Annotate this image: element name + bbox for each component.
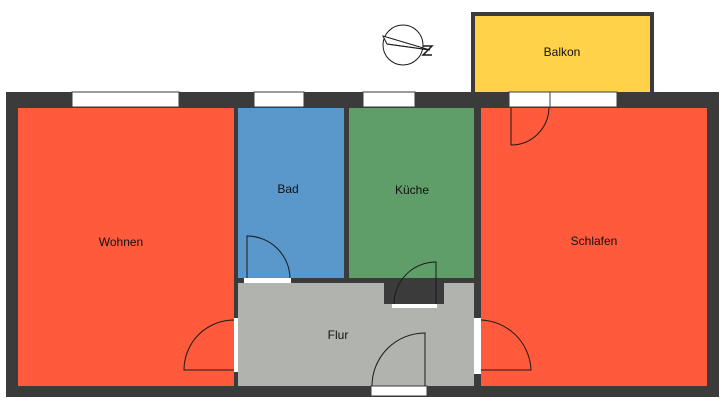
- room-label-flur: Flur: [328, 328, 349, 342]
- door-wohnen-swing: [183, 319, 235, 371]
- entrance-door-swing: [371, 332, 426, 387]
- room-label-schlafen: Schlafen: [571, 234, 618, 248]
- window-bad: [253, 91, 305, 108]
- room-label-kueche: Küche: [395, 183, 429, 197]
- room-label-balkon: Balkon: [544, 45, 581, 59]
- room-label-wohnen: Wohnen: [99, 235, 143, 249]
- room-balkon[interactable]: [475, 16, 650, 92]
- room-schlafen[interactable]: [481, 108, 707, 386]
- door-kueche-swing: [393, 261, 437, 305]
- entrance-door-opening: [370, 385, 428, 397]
- door-schlafen-opening: [474, 318, 481, 374]
- door-schlafen-swing: [480, 319, 532, 371]
- compass-north-arrow-icon: [382, 24, 434, 66]
- room-flur[interactable]: [238, 283, 474, 386]
- door-bad-opening: [244, 278, 291, 283]
- balcony-door-opening: [508, 91, 618, 108]
- room-bad[interactable]: [238, 108, 344, 278]
- room-label-bad: Bad: [277, 182, 298, 196]
- door-kueche-opening: [392, 304, 437, 308]
- door-bad-swing: [246, 235, 291, 279]
- window-wohnen: [71, 91, 180, 108]
- door-wohnen-opening: [234, 318, 238, 372]
- compass-n-glyph: [421, 45, 434, 56]
- window-kueche: [362, 91, 416, 108]
- room-wohnen[interactable]: [18, 108, 234, 386]
- balcony-door-swing: [510, 107, 550, 146]
- room-kueche[interactable]: [349, 108, 474, 278]
